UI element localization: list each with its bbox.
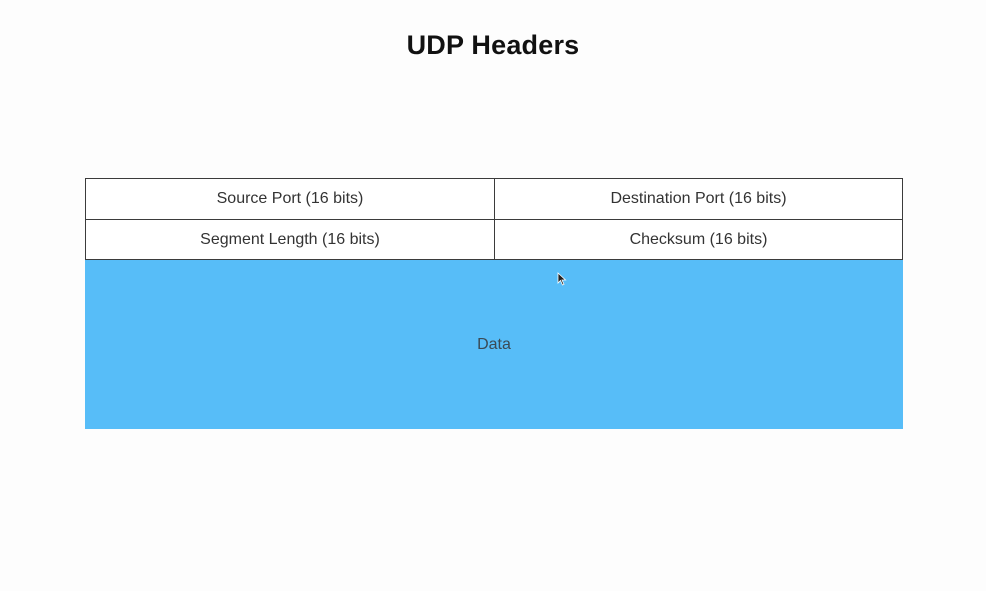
page-title: UDP Headers: [406, 30, 580, 60]
header-fields-grid: Source Port (16 bits) Destination Port (…: [85, 178, 903, 260]
segment-length-field: Segment Length (16 bits): [85, 219, 494, 260]
source-port-field: Source Port (16 bits): [85, 178, 494, 219]
checksum-field: Checksum (16 bits): [494, 219, 903, 260]
data-block: Data: [85, 260, 903, 429]
destination-port-field: Destination Port (16 bits): [494, 178, 903, 219]
mouse-pointer-icon-svg: [557, 272, 567, 286]
udp-header-diagram: Source Port (16 bits) Destination Port (…: [85, 178, 903, 429]
